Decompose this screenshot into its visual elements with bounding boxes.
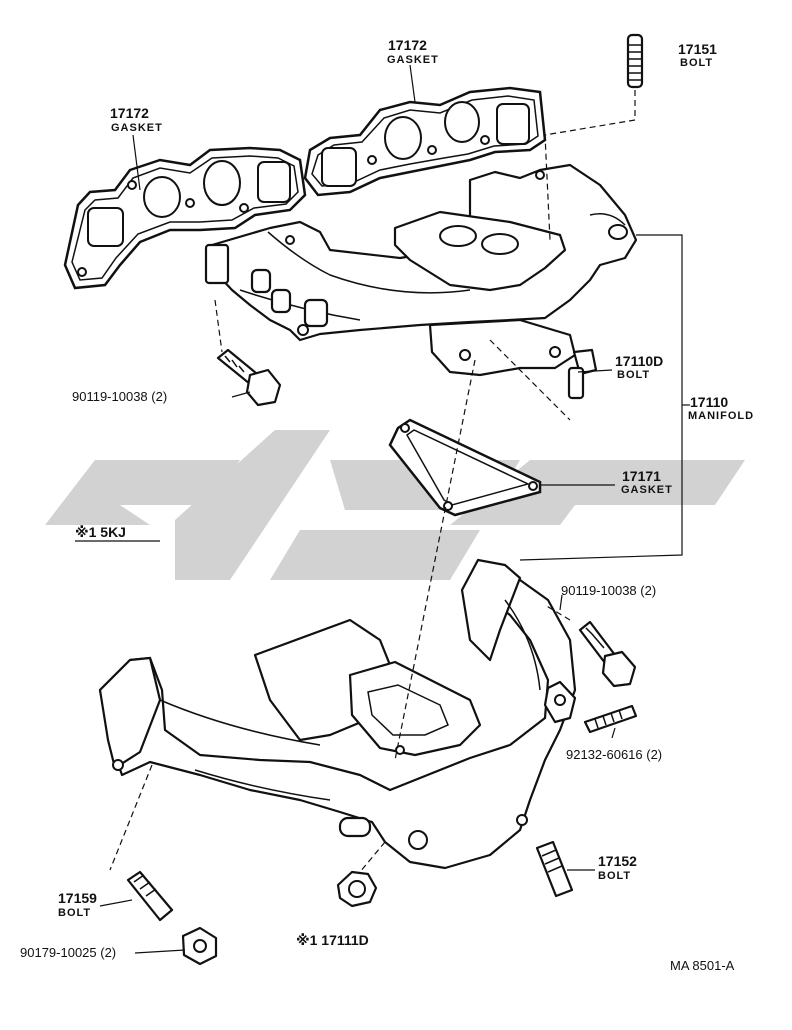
- label-gasket-flange: 17171 GASKET: [621, 468, 673, 496]
- bolt-left-drawing: [216, 348, 282, 407]
- svg-text:17152: 17152: [598, 853, 637, 869]
- svg-text:17171: 17171: [622, 468, 661, 484]
- svg-text:BOLT: BOLT: [680, 57, 713, 69]
- svg-text:GASKET: GASKET: [111, 122, 163, 134]
- flange-gasket-drawing: [388, 418, 542, 517]
- svg-text:90119-10038 (2): 90119-10038 (2): [561, 583, 656, 598]
- label-stud-bottom-left: 17159 BOLT: [58, 890, 97, 919]
- gasket-right-drawing: [303, 86, 547, 197]
- label-plug: ※1 17111D: [296, 932, 369, 948]
- stud-bottom-left-drawing: [126, 870, 174, 922]
- label-variant-note: ※1 5KJ: [75, 524, 126, 540]
- label-gasket-right: 17172 GASKET: [387, 37, 439, 66]
- stud-right-drawing: [583, 704, 638, 734]
- label-nut: 90179-10025 (2): [20, 945, 116, 960]
- bolt-intake-drawing: [567, 348, 598, 400]
- svg-text:17159: 17159: [58, 890, 97, 906]
- label-stud-right: 92132-60616 (2): [566, 747, 662, 762]
- svg-text:GASKET: GASKET: [387, 54, 439, 66]
- svg-text:※1 17111D: ※1 17111D: [296, 932, 369, 948]
- label-bolt-intake: 17110D BOLT: [615, 353, 663, 381]
- stud-bottom-right-drawing: [535, 840, 574, 898]
- bolt-right-drawing: [578, 620, 637, 688]
- svg-text:17172: 17172: [110, 105, 149, 121]
- label-stud-bottom-right: 17152 BOLT: [598, 853, 637, 882]
- svg-text:17172: 17172: [388, 37, 427, 53]
- svg-text:BOLT: BOLT: [617, 369, 650, 381]
- label-bolt-left: 90119-10038 (2): [72, 389, 167, 404]
- nut-drawing: [181, 926, 218, 966]
- svg-text:90119-10038 (2): 90119-10038 (2): [72, 389, 167, 404]
- svg-text:17110D: 17110D: [615, 353, 663, 369]
- label-stud-top: 17151 BOLT: [678, 41, 717, 69]
- label-reference-code: MA 8501-A: [670, 958, 735, 973]
- svg-text:90179-10025 (2): 90179-10025 (2): [20, 945, 116, 960]
- svg-text:MA 8501-A: MA 8501-A: [670, 958, 735, 973]
- svg-text:BOLT: BOLT: [598, 870, 631, 882]
- svg-text:17110: 17110: [690, 394, 728, 410]
- gasket-left-drawing: [63, 146, 307, 290]
- leader-lines: [75, 64, 690, 954]
- svg-text:BOLT: BOLT: [58, 907, 91, 919]
- label-bolt-right: 90119-10038 (2): [561, 583, 656, 598]
- svg-text:MANIFOLD: MANIFOLD: [688, 410, 754, 422]
- plug-drawing: [336, 870, 378, 908]
- svg-text:92132-60616 (2): 92132-60616 (2): [566, 747, 662, 762]
- assembly-dashed-lines: [109, 90, 636, 873]
- stud-top-drawing: [626, 33, 644, 89]
- label-gasket-left: 17172 GASKET: [110, 105, 163, 134]
- exhaust-manifold-drawing: [98, 558, 577, 870]
- svg-text:17151: 17151: [678, 41, 717, 57]
- intake-manifold-drawing: [204, 163, 638, 377]
- svg-text:GASKET: GASKET: [621, 484, 673, 496]
- label-manifold: 17110 MANIFOLD: [688, 394, 754, 422]
- svg-text:※1 5KJ: ※1 5KJ: [75, 524, 126, 540]
